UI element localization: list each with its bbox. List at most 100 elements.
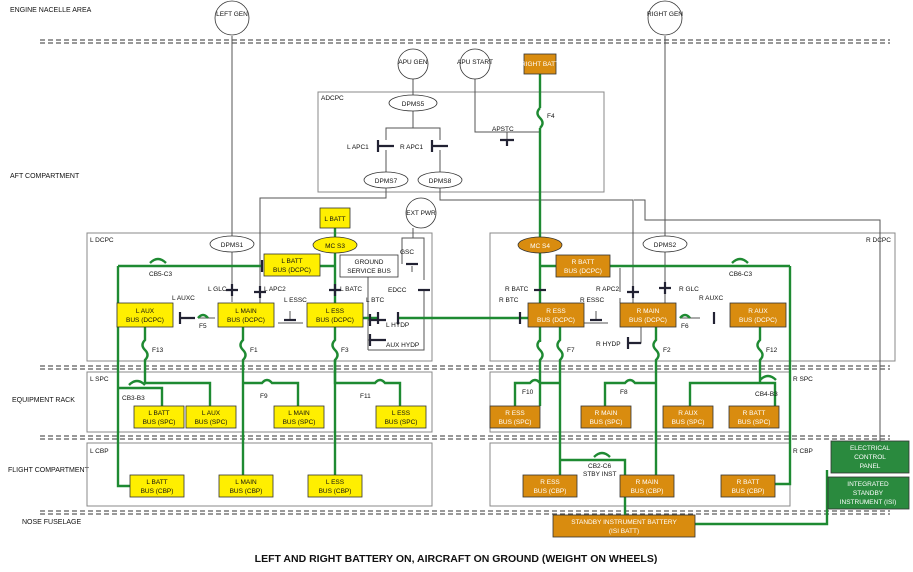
dpms1-label: DPMS1 (221, 242, 244, 249)
l-apc1-label: L APC1 (347, 144, 369, 151)
cb2-c6-label: CB2-C6 (588, 463, 612, 470)
apstc-label: APSTC (492, 126, 514, 133)
edcc-label: EDCC (388, 287, 407, 294)
l-essc-label: L ESSC (284, 297, 307, 304)
l-ess-bus-dcpc-line1: L ESS (326, 308, 345, 315)
r-main-bus-spc (580, 405, 632, 429)
l-main-bus-cbp (218, 474, 274, 498)
l-batt-bus-dcpc-line2: BUS (DCPC) (273, 267, 311, 274)
dpms2-symbol (642, 235, 688, 253)
r-spc-label: R SPC (793, 376, 813, 383)
r-batt-bus-spc-line1: R BATT (743, 410, 766, 417)
zone-separators (40, 39, 890, 515)
integrated-standby-instrument (827, 476, 910, 510)
r-cbp-label: R CBP (793, 448, 813, 455)
f12-label: F12 (766, 347, 778, 354)
apu-gen-symbol (397, 48, 429, 80)
r-batt-bus-spc (728, 405, 780, 429)
r-batt-bus-cbp-line2: BUS (CBP) (732, 488, 765, 495)
l-batt-box (319, 207, 351, 229)
standby-instrument-battery (552, 514, 696, 538)
dpms5-symbol (388, 94, 438, 112)
dpms7-label: DPMS7 (375, 178, 398, 185)
l-aux-bus-dcpc-line2: BUS (DCPC) (126, 317, 164, 324)
r-ess-bus-spc (489, 405, 541, 429)
r-ess-bus-dcpc-line2: BUS (DCPC) (537, 317, 575, 324)
r-ess-bus-cbp (522, 474, 578, 498)
r-essc-label: R ESSC (580, 297, 605, 304)
l-ess-bus-spc (375, 405, 427, 429)
r-batt-bus-cbp-line1: R BATT (737, 479, 760, 486)
f10-label: F10 (522, 389, 534, 396)
stby-inst-label: STBY INST (583, 471, 617, 478)
r-main-bus-dcpc (619, 302, 677, 328)
apu-start-symbol (459, 48, 491, 80)
stby-batt-line2: (ISI BATT) (609, 528, 639, 535)
r-batt-bus-dcpc-line2: BUS (DCPC) (564, 268, 602, 275)
area-equipment-rack: EQUIPMENT RACK (12, 397, 75, 404)
r-batc-label: R BATC (505, 286, 529, 293)
area-engine-nacelle: ENGINE NACELLE AREA (10, 7, 92, 14)
r-aux-bus-spc-line1: R AUX (678, 410, 698, 417)
ext-pwr-label: EXT PWR (406, 210, 436, 217)
r-aux-bus-dcpc-line1: R AUX (748, 308, 768, 315)
r-aux-bus-spc-line2: BUS (SPC) (672, 419, 705, 426)
r-main-bus-dcpc-line2: BUS (DCPC) (629, 317, 667, 324)
l-batt-bus-dcpc (263, 253, 321, 277)
r-ess-bus-cbp-line2: BUS (CBP) (534, 488, 567, 495)
r-aux-bus-dcpc-line2: BUS (DCPC) (739, 317, 777, 324)
l-ess-bus-cbp-line2: BUS (CBP) (319, 488, 352, 495)
left-gen-symbol (214, 0, 250, 36)
ground-service-bus-line1: GROUND (355, 259, 384, 266)
l-ess-bus-dcpc (306, 302, 364, 328)
r-batt-bus-spc-line2: BUS (SPC) (738, 419, 771, 426)
r-btc-label: R BTC (499, 297, 519, 304)
area-nose-fuselage: NOSE FUSELAGE (22, 519, 81, 526)
r-main-bus-cbp (619, 474, 675, 498)
l-batt-bus-spc-line1: L BATT (148, 410, 169, 417)
cb3-b3-label: CB3-B3 (122, 395, 145, 402)
l-main-bus-dcpc-line1: L MAIN (235, 308, 257, 315)
r-main-bus-spc-line2: BUS (SPC) (590, 419, 623, 426)
dpms2-label: DPMS2 (654, 242, 677, 249)
l-batt-bus-spc-line2: BUS (SPC) (143, 419, 176, 426)
dpms8-label: DPMS8 (429, 178, 452, 185)
l-ess-bus-spc-line1: L ESS (392, 410, 411, 417)
r-auxc-label: R AUXC (699, 295, 724, 302)
l-batt-bus-dcpc-line1: L BATT (281, 258, 302, 265)
r-batt-bus-cbp (720, 474, 776, 498)
l-main-bus-cbp-line2: BUS (CBP) (230, 488, 263, 495)
isi-line3: INSTRUMENT (ISI) (840, 499, 897, 506)
r-main-bus-cbp-line1: R MAIN (636, 479, 659, 486)
f1-label: F1 (250, 347, 258, 354)
right-gen-label: RIGHT GEN (647, 11, 683, 18)
controllers: DPMS5 DPMS7 DPMS8 DPMS1 DPMS2 MC S3 MC S… (209, 94, 688, 254)
l-batt-bus-spc (133, 405, 185, 429)
l-main-bus-spc (273, 405, 325, 429)
ground-service-bus (339, 254, 399, 278)
l-apc2-label: L APC2 (264, 286, 286, 293)
cb6-c3-label: CB6-C3 (729, 271, 753, 278)
l-dcpc-label: L DCPC (90, 237, 114, 244)
r-main-bus-spc-line1: R MAIN (595, 410, 618, 417)
l-ess-bus-spc-line2: BUS (SPC) (385, 419, 418, 426)
dpms7-symbol (363, 171, 409, 189)
f6-label: F6 (681, 323, 689, 330)
l-ess-bus-cbp-line1: L ESS (326, 479, 345, 486)
l-batt-bus-cbp (129, 474, 185, 498)
gsc-label: GSC (400, 249, 414, 256)
isi-line2: STANDBY (853, 490, 884, 497)
r-ess-bus-cbp-line1: R ESS (540, 479, 560, 486)
mcs3-label: MC S3 (325, 243, 345, 250)
area-labels: ENGINE NACELLE AREA AFT COMPARTMENT EQUI… (8, 7, 92, 526)
fuse-labels: F4 F5 F6 F13 F1 F3 F7 F2 F12 F9 F11 F10 … (152, 113, 778, 400)
r-hydp-label: R HYDP (596, 341, 621, 348)
isi-line1: INTEGRATED (847, 481, 889, 488)
panels: ADCPC L DCPC R DCPC L SPC R SPC L CBP R … (86, 91, 896, 507)
f11-label: F11 (360, 393, 371, 400)
l-main-bus-spc-line1: L MAIN (288, 410, 310, 417)
r-aux-bus-spc (662, 405, 714, 429)
area-flight-compartment: FLIGHT COMPARTMENT (8, 467, 90, 474)
area-aft-compartment: AFT COMPARTMENT (10, 173, 80, 180)
r-ess-bus-dcpc-line1: R ESS (546, 308, 566, 315)
